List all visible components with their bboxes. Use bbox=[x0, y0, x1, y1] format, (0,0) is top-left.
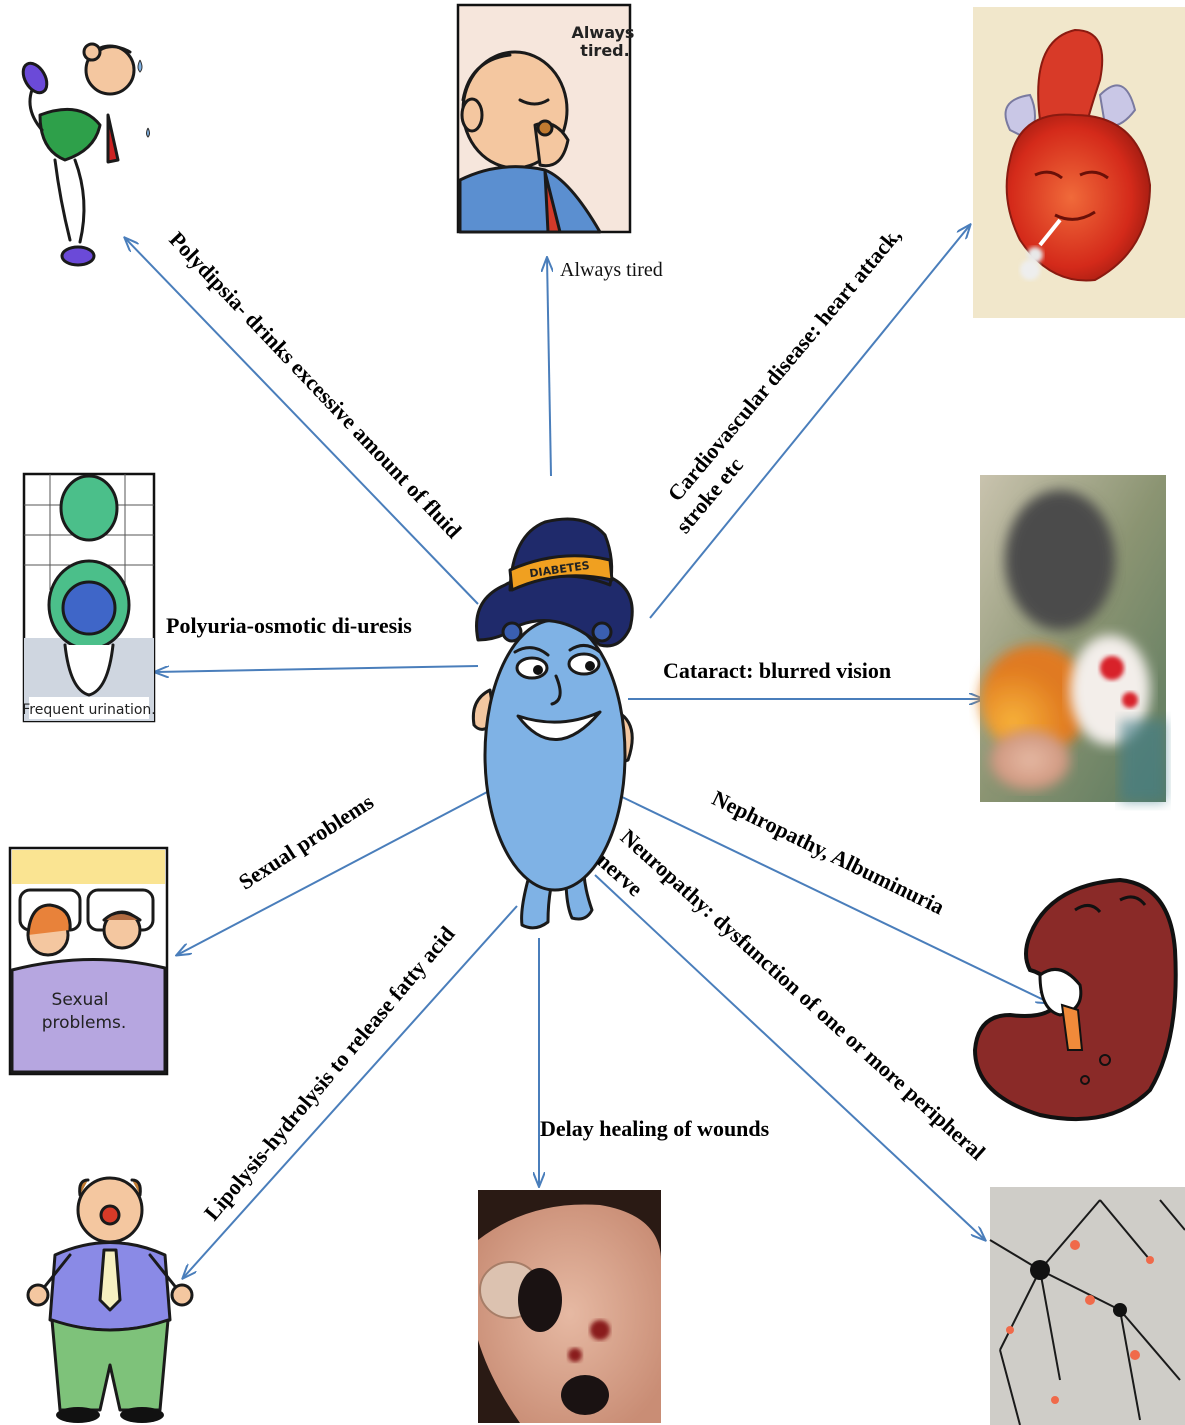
image-kidney bbox=[975, 880, 1176, 1119]
label-lipolysis: Lipolysis-hydrolysis to release fatty ac… bbox=[199, 921, 460, 1225]
label-polyuria: Polyuria-osmotic di-uresis bbox=[166, 613, 412, 638]
label-sexual: Sexual problems bbox=[234, 789, 378, 895]
image-fat-man bbox=[28, 1178, 192, 1423]
image-cataract bbox=[980, 475, 1166, 802]
label-polydipsia: Polydipsia- drinks excessive amount of f… bbox=[164, 227, 466, 543]
image-sexual: Sexual problems. bbox=[10, 848, 167, 1074]
sexual-caption-line1: Sexual bbox=[52, 990, 109, 1010]
label-nephropathy: Nephropathy, Albuminuria bbox=[708, 785, 948, 919]
sexual-caption-line2: problems. bbox=[42, 1013, 127, 1033]
arrow-cardiovascular bbox=[650, 225, 970, 618]
tired-caption-line1: Always bbox=[572, 23, 635, 42]
image-polydipsia bbox=[18, 44, 149, 265]
arrow-polyuria bbox=[155, 666, 478, 672]
arrow-neuropathy bbox=[595, 875, 985, 1240]
label-neuropathy-line1: Neuropathy: dysfunction of one or more p… bbox=[616, 824, 991, 1165]
image-always-tired: Always tired. bbox=[458, 5, 634, 232]
arrow-always-tired bbox=[547, 258, 551, 476]
label-wounds: Delay healing of wounds bbox=[540, 1116, 770, 1141]
arrow-polydipsia bbox=[125, 238, 478, 604]
toilet-caption: Frequent urination. bbox=[22, 702, 156, 718]
label-cardiovascular-line1: Cardiovascular disease: heart attack, bbox=[662, 222, 906, 506]
image-neurons bbox=[990, 1187, 1185, 1425]
image-wound bbox=[478, 1190, 661, 1423]
tired-caption-line2: tired. bbox=[580, 41, 629, 60]
arrow-lipolysis bbox=[183, 906, 517, 1278]
image-toilet: Frequent urination. bbox=[22, 474, 156, 721]
image-heart bbox=[973, 7, 1185, 318]
label-always-tired: Always tired bbox=[560, 259, 663, 281]
label-cataract: Cataract: blurred vision bbox=[663, 658, 891, 683]
